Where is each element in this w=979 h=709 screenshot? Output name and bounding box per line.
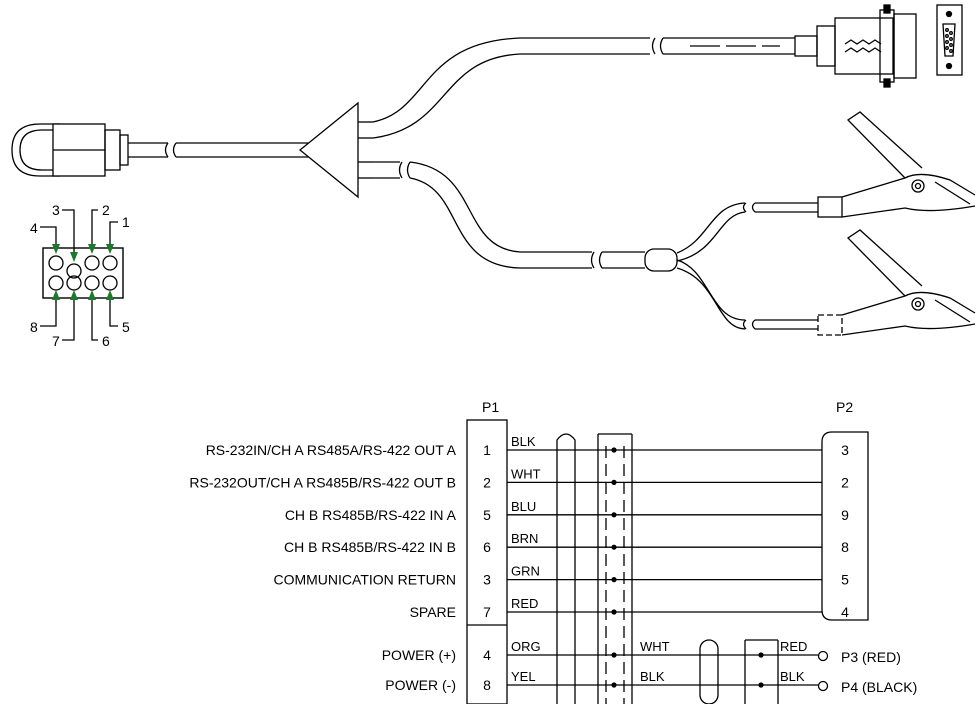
wire-color-label: BLK	[511, 434, 536, 449]
wire-color-label: BLU	[511, 499, 536, 514]
wire-color-label: GRN	[511, 564, 540, 579]
clip-terminal	[817, 650, 829, 662]
shield-drain-dot	[611, 479, 617, 485]
pinout-number-4: 4	[30, 220, 38, 236]
shield-drain-dot	[611, 577, 617, 583]
signal-label: SPARE	[410, 604, 456, 620]
p3-label: P3 (RED)	[841, 649, 901, 665]
p1-pin-number: 7	[483, 604, 491, 620]
clip-terminal	[817, 680, 829, 692]
signal-label: CH B RS485B/RS-422 IN B	[284, 539, 456, 555]
p4-label: P4 (BLACK)	[841, 679, 917, 695]
pinout-face: 4 3 2 1 8 7 6 5	[30, 202, 130, 349]
cable-illustration	[11, 4, 976, 336]
wire-color-label: YEL	[511, 669, 536, 684]
alligator-clip-upper	[841, 111, 976, 218]
shield-drain-dot	[611, 652, 617, 658]
wire-color-label: WHT	[511, 466, 541, 481]
p2-pin-number: 8	[841, 539, 849, 555]
wire-color-label: BRN	[511, 531, 538, 546]
clip-branches	[676, 196, 843, 336]
power-signal-label: POWER (-)	[385, 677, 456, 693]
pinout-number-6: 6	[102, 333, 110, 349]
power-rows: POWER (+) 4 ORG WHT RED P3 (RED) POWER (-) 8 YEL…	[382, 639, 918, 695]
p2-pin-number: 5	[841, 572, 849, 588]
pinout-number-1: 1	[122, 214, 130, 230]
wire-color-label-mid: BLK	[640, 669, 665, 684]
p2-pin-number: 3	[841, 442, 849, 458]
upper-cable	[372, 25, 836, 139]
p2-label: P2	[836, 399, 853, 415]
shield-drain-dot	[611, 682, 617, 688]
shield-drain-dot	[611, 512, 617, 518]
p2-pin-number: 9	[841, 507, 849, 523]
lower-cable	[373, 161, 678, 272]
shield-drain-dot	[611, 544, 617, 550]
power-shield-dot	[758, 652, 764, 658]
p1-pin-number: 4	[483, 647, 491, 663]
wire-color-label: RED	[511, 596, 538, 611]
signal-label: RS-232IN/CH A RS485A/RS-422 OUT A	[206, 442, 457, 458]
pinout-number-5: 5	[122, 319, 130, 335]
p1-pin-number: 6	[483, 539, 491, 555]
pinout-number-2: 2	[102, 202, 110, 218]
p1-pin-number: 8	[483, 677, 491, 693]
p2-pin-block	[821, 431, 869, 621]
splitter-body	[298, 101, 359, 199]
wire-color-label-mid: WHT	[640, 639, 670, 654]
p2-pin-number: 2	[841, 474, 849, 490]
p1-label: P1	[482, 399, 499, 415]
wire-color-label-end: RED	[780, 639, 807, 654]
p1-pin-number: 2	[483, 474, 491, 490]
power-signal-label: POWER (+)	[382, 647, 456, 663]
alligator-clip-lower	[841, 229, 976, 336]
pinout-number-3: 3	[52, 202, 60, 218]
wire-color-label: ORG	[511, 639, 541, 654]
wiring-schematic: P1 P2 RS-232IN/CH A RS485A/RS-422 OUT A 1…	[189, 399, 918, 705]
p1-pin-number: 5	[483, 507, 491, 523]
pinout-number-7: 7	[52, 333, 60, 349]
db9-connector-side	[834, 4, 917, 88]
shield-drain-dot	[611, 609, 617, 615]
p1-round-connector	[11, 123, 308, 177]
signal-label: COMMUNICATION RETURN	[273, 572, 456, 588]
p2-pin-number: 4	[841, 604, 849, 620]
power-shield-dot	[758, 682, 764, 688]
p1-pin-number: 1	[483, 442, 491, 458]
signal-label: CH B RS485B/RS-422 IN A	[285, 507, 457, 523]
shield-drain-dot	[611, 447, 617, 453]
pinout-number-8: 8	[30, 319, 38, 335]
db9-connector-face	[936, 4, 963, 76]
wire-color-label-end: BLK	[780, 669, 805, 684]
p1-pin-number: 3	[483, 572, 491, 588]
signal-label: RS-232OUT/CH A RS485B/RS-422 OUT B	[189, 474, 456, 490]
